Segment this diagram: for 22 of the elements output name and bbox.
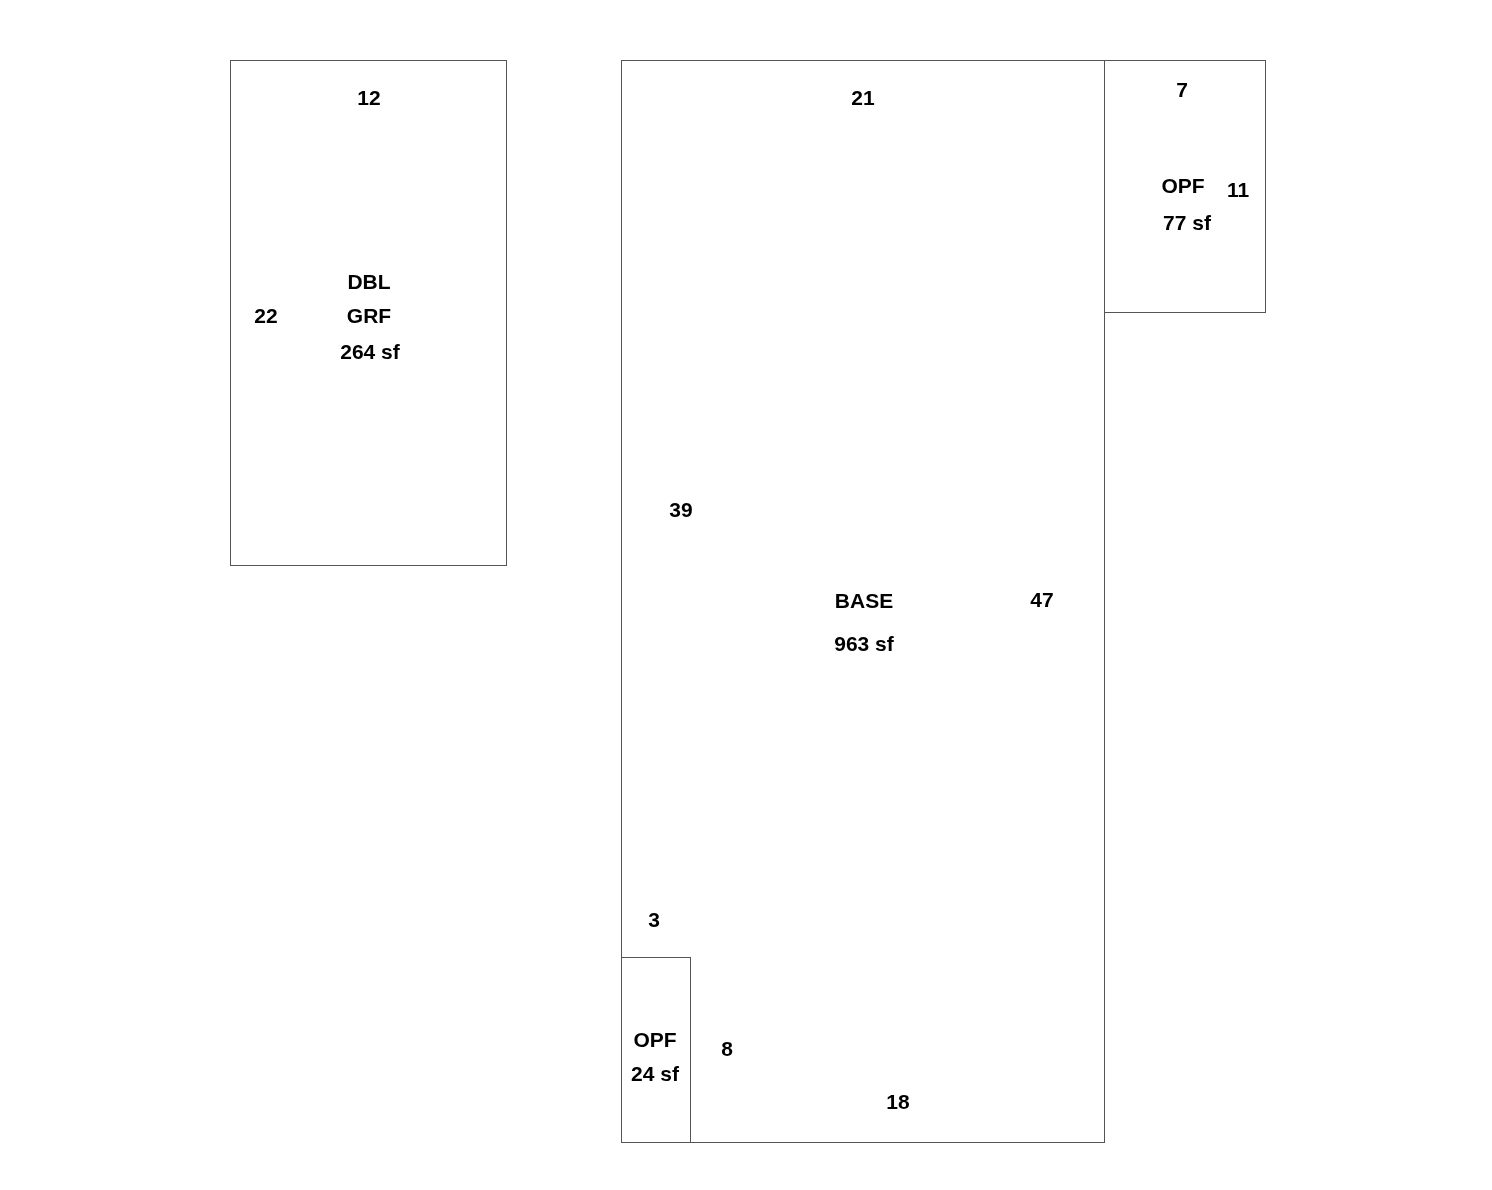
- room-name: BASE: [833, 588, 895, 614]
- room-name: OPF: [1160, 173, 1206, 199]
- dimension-label: 47: [1030, 588, 1054, 612]
- room-outline: [621, 957, 691, 1143]
- area-label: 77 sf: [1162, 210, 1212, 236]
- dimension-label: 8: [721, 1037, 733, 1061]
- dimension-label: 39: [669, 498, 693, 522]
- room-outline: [621, 60, 1105, 1143]
- area-label: 264 sf: [339, 339, 401, 365]
- dimension-label: 22: [254, 304, 278, 328]
- room-name: OPF: [632, 1027, 678, 1053]
- area-label: 24 sf: [630, 1061, 680, 1087]
- dimension-label: 18: [886, 1090, 910, 1114]
- room-outline: [1104, 60, 1266, 313]
- room-outline: [230, 60, 507, 566]
- dimension-label: 21: [851, 86, 875, 110]
- dimension-label: 7: [1176, 78, 1188, 102]
- room-name: DBL GRF: [345, 269, 393, 329]
- dimension-label: 12: [357, 86, 381, 110]
- area-label: 963 sf: [833, 631, 895, 657]
- dimension-label: 3: [648, 908, 660, 932]
- dimension-label: 11: [1226, 178, 1250, 202]
